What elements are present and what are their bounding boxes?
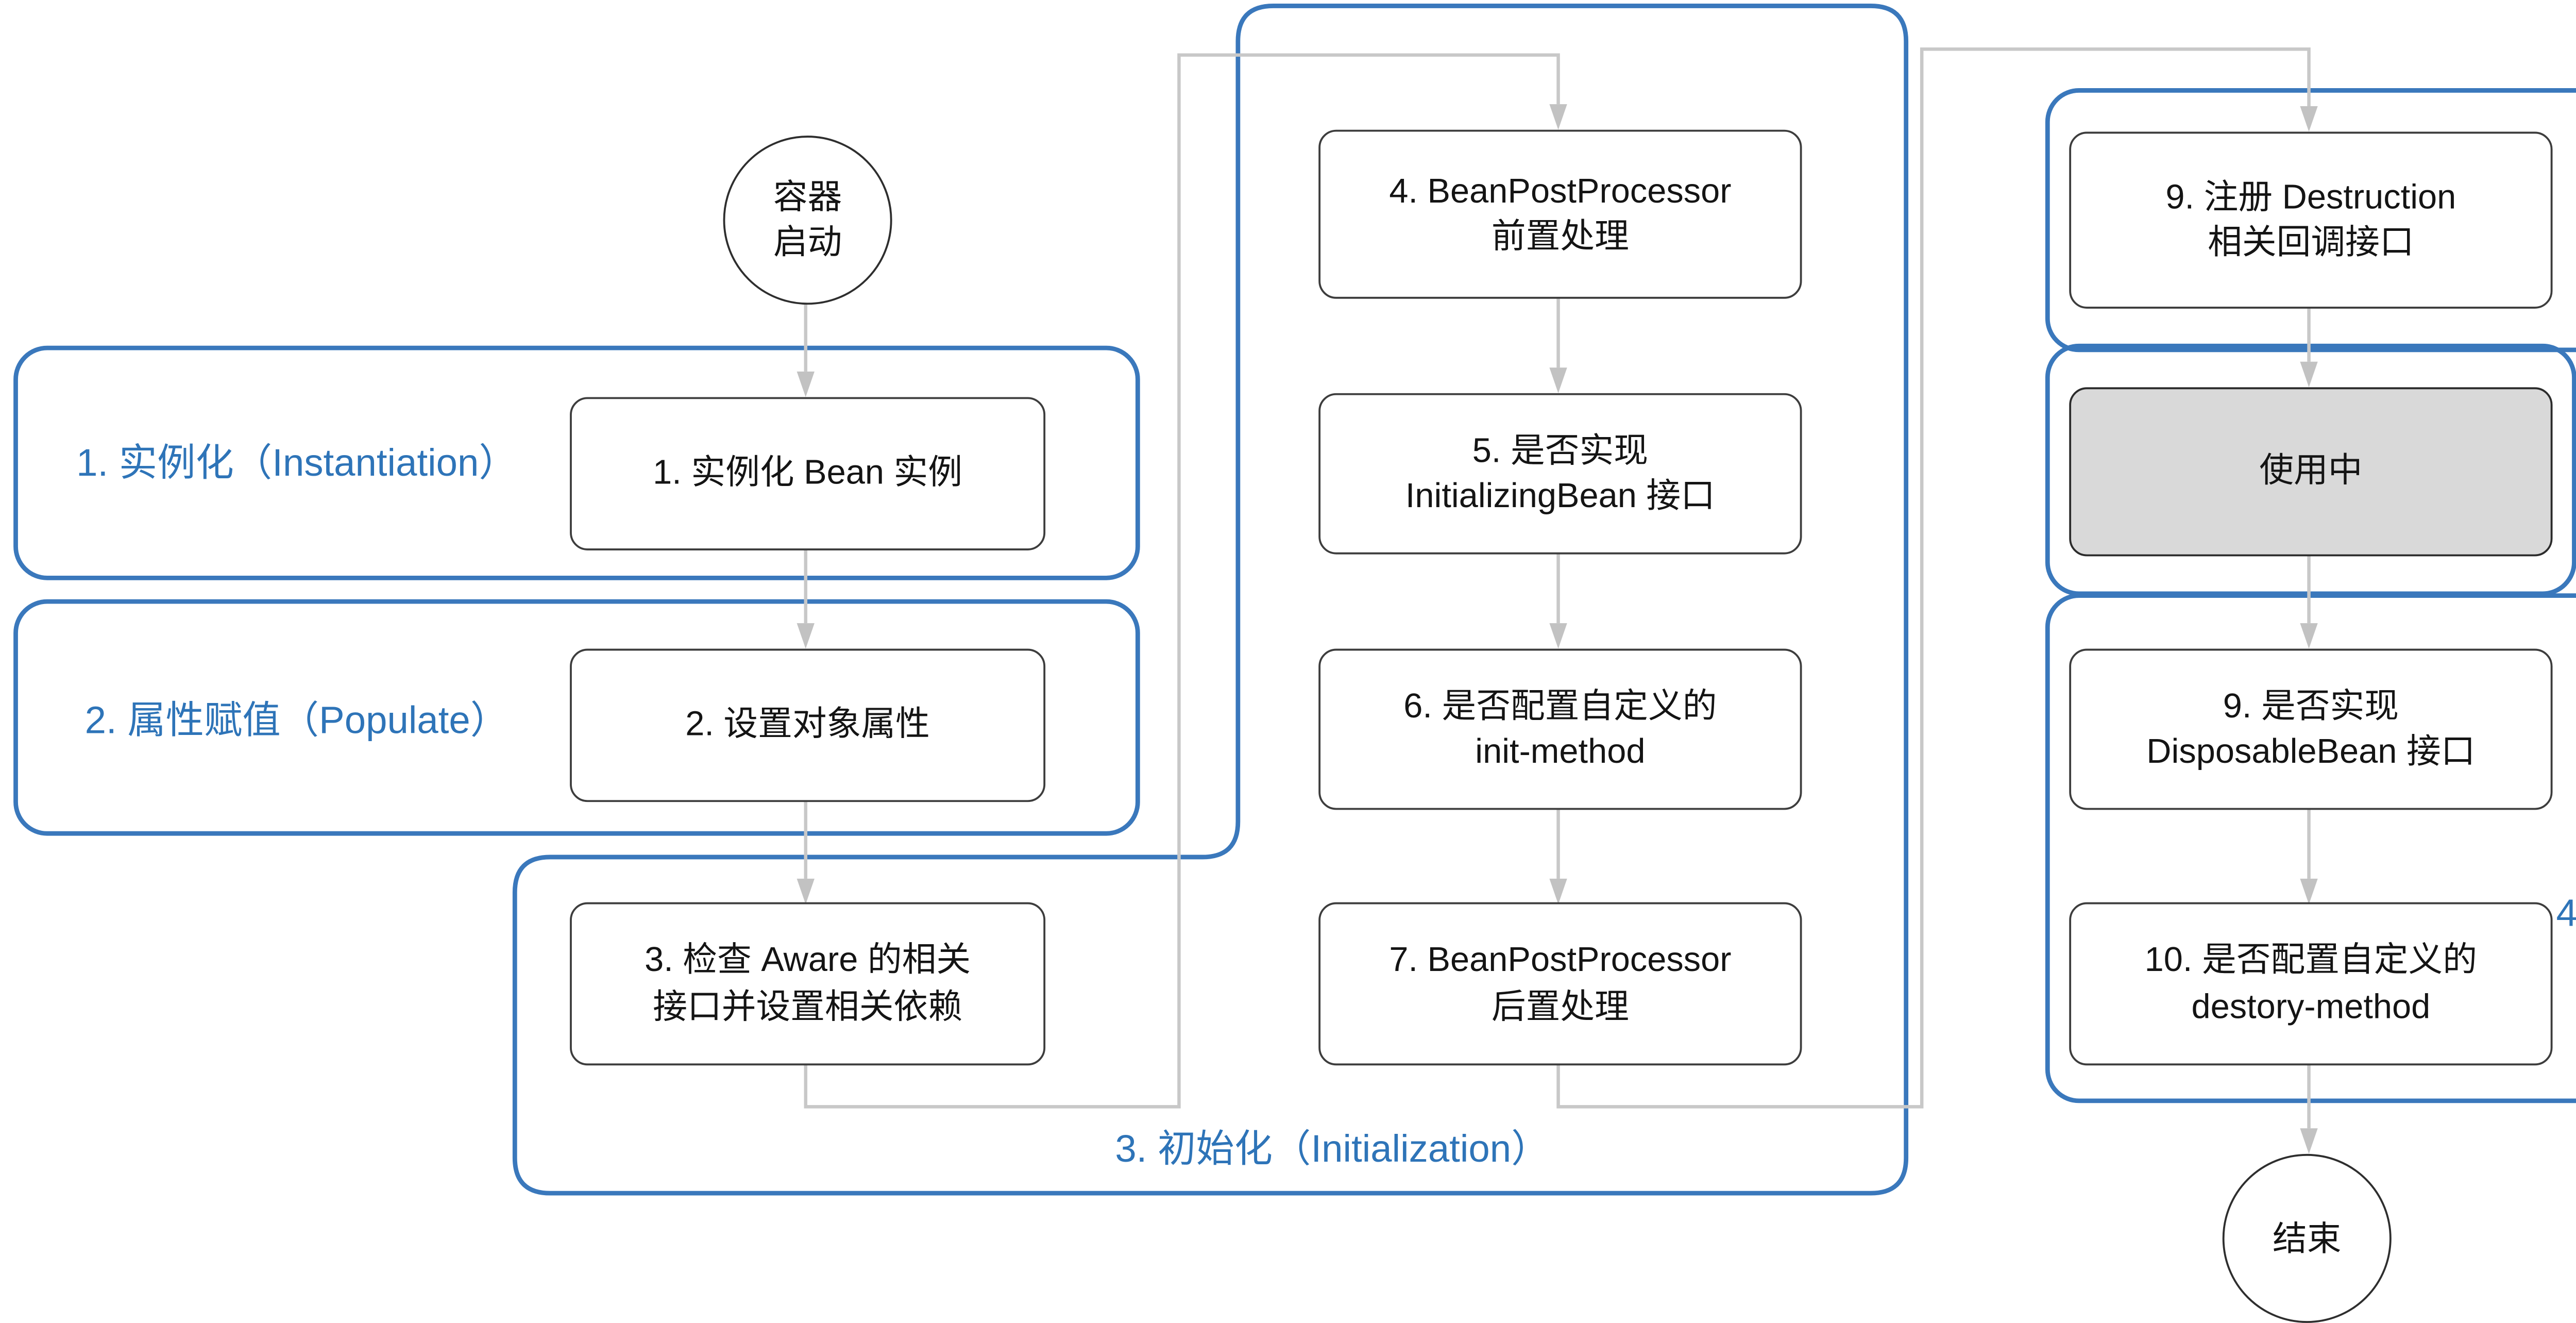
connector-lines — [804, 47, 2311, 1129]
node-text: 前置处理 — [1491, 216, 1629, 256]
node-text: 10. 是否配置自定义的 — [2144, 940, 2478, 979]
node-text: 后置处理 — [1491, 985, 1629, 1026]
node-custom-destroy-method-check: 10. 是否配置自定义的 destory-method — [2069, 902, 2553, 1066]
end-node: 结束 — [2222, 1153, 2392, 1323]
node-text: 使用中 — [2259, 450, 2363, 490]
group-instantiation-outline — [13, 345, 1140, 580]
label-populate: 2. 属性赋值（Populate） — [84, 699, 509, 743]
arrowhead-icon — [796, 623, 815, 649]
node-text: init-method — [1475, 731, 1646, 771]
label-destruction: 4. 销毁（Destruction） — [2556, 892, 2576, 936]
node-custom-init-method-check: 6. 是否配置自定义的 init-method — [1318, 648, 1802, 810]
node-text: InitializingBean 接口 — [1405, 476, 1715, 515]
arrowheads — [796, 104, 2318, 1154]
node-disposablebean-check: 9. 是否实现 DisposableBean 接口 — [2069, 648, 2553, 810]
node-instantiate-bean: 1. 实例化 Bean 实例 — [570, 397, 1046, 550]
node-beanpostprocessor-after: 7. BeanPostProcessor 后置处理 — [1318, 902, 1802, 1066]
node-check-aware-interfaces: 3. 检查 Aware 的相关 接口并设置相关依赖 — [570, 902, 1046, 1066]
edge-n7-to-n8 — [1556, 47, 2311, 1109]
node-text: 9. 注册 Destruction — [2165, 176, 2456, 215]
group-destruction-register-outline — [2045, 88, 2576, 353]
arrowhead-icon — [2300, 878, 2318, 905]
group-populate-outline — [13, 599, 1140, 836]
label-initialization: 3. 初始化（Initialization） — [1115, 1128, 1550, 1172]
start-node-container-launch: 容器 启动 — [723, 136, 892, 305]
arrowhead-icon — [1549, 367, 1567, 393]
node-initializingbean-check: 5. 是否实现 InitializingBean 接口 — [1318, 393, 1802, 555]
node-text: 7. BeanPostProcessor — [1389, 940, 1732, 979]
start-node-line1: 容器 — [773, 177, 842, 217]
end-node-label: 结束 — [2273, 1218, 2342, 1258]
node-beanpostprocessor-before: 4. BeanPostProcessor 前置处理 — [1318, 129, 1802, 299]
node-text: 接口并设置相关依赖 — [653, 985, 962, 1026]
node-text: DisposableBean 接口 — [2146, 731, 2476, 771]
label-instantiation: 1. 实例化（Instantiation） — [76, 442, 517, 486]
group-destruction-outline — [2045, 593, 2576, 1103]
arrowhead-icon — [796, 878, 815, 905]
node-text: destory-method — [2191, 985, 2431, 1026]
node-text: 1. 实例化 Bean 实例 — [653, 453, 963, 492]
node-in-use: 使用中 — [2069, 387, 2553, 557]
arrowhead-icon — [2300, 1128, 2318, 1154]
arrowhead-icon — [796, 371, 815, 397]
node-text: 4. BeanPostProcessor — [1389, 170, 1732, 210]
node-text: 9. 是否实现 — [2223, 685, 2399, 725]
arrowhead-icon — [2300, 106, 2318, 132]
node-text: 5. 是否实现 — [1472, 429, 1649, 469]
node-text: 3. 检查 Aware 的相关 — [645, 940, 971, 979]
node-text: 6. 是否配置自定义的 — [1403, 685, 1717, 725]
node-register-destruction-callbacks: 9. 注册 Destruction 相关回调接口 — [2069, 131, 2553, 309]
node-text: 相关回调接口 — [2208, 222, 2414, 262]
arrowhead-icon — [2300, 623, 2318, 649]
arrowhead-icon — [1549, 878, 1567, 905]
edge-n3-to-n4 — [804, 53, 1560, 1109]
arrowhead-icon — [2300, 361, 2318, 388]
node-text: 2. 设置对象属性 — [685, 704, 930, 744]
arrowhead-icon — [1549, 623, 1567, 649]
node-set-properties: 2. 设置对象属性 — [570, 648, 1046, 802]
arrowhead-icon — [1549, 104, 1567, 130]
start-node-line2: 启动 — [773, 222, 842, 262]
